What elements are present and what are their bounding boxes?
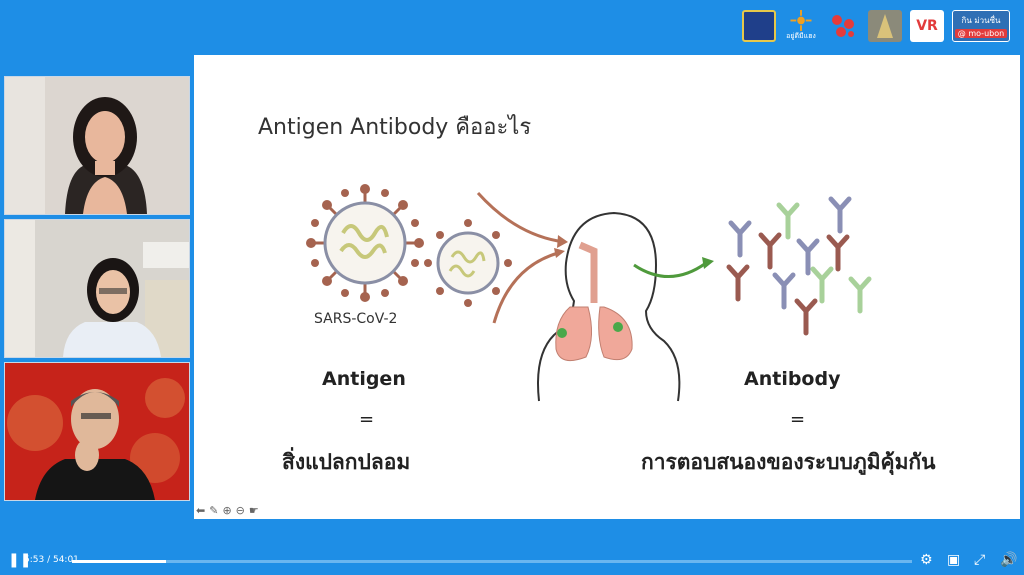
logo-vr: VR [910,10,944,42]
virus-label: SARS-CoV-2 [314,311,398,327]
player-controls: ❚❚ 5:53 / 54:01 ⚙ ▣ ⤢ 🔊 [0,549,1024,575]
zoom-out-icon[interactable]: ⊖ [235,504,245,517]
arrow-immune-response [633,261,707,278]
slide-title: Antigen Antibody คืออะไร [258,115,532,140]
pause-icon[interactable]: ❚❚ [8,552,32,568]
antigen-heading: Antigen [322,368,406,390]
temple-icon [877,14,893,38]
pen-icon[interactable]: ✎ [209,504,219,517]
progress-played [72,560,167,563]
arrow-inhale-bottom [492,251,559,324]
playback-time: 5:53 / 54:01 [24,555,79,565]
participant-videos [4,76,190,505]
sun-icon [790,10,812,31]
arrow-left-icon[interactable]: ⬅ [196,504,206,517]
virus-small-icon [424,219,512,307]
zoom-in-icon[interactable]: ⊕ [222,504,232,517]
progress-track[interactable] [72,560,912,563]
participant-video-2[interactable] [4,219,190,358]
logo-temple [868,10,902,42]
logo-mo-ubon: กิน ม่วนซื่น @ mo-ubon [952,10,1010,42]
logo-mo-ubon-line1: กิน ม่วนซื่น [961,16,1001,25]
antigen-equals: = [359,409,375,430]
participant-3-silhouette [5,363,189,500]
logo-network [826,10,860,42]
logo-vr-text: VR [916,18,938,34]
logo-university [742,10,776,42]
volume-icon[interactable]: 🔊 [1000,552,1018,568]
logo-mo-ubon-line2: @ mo-ubon [954,29,1008,38]
participant-2-silhouette [5,220,189,357]
antibody-equals: = [790,409,806,430]
antigen-definition: สิ่งแปลกปลอม [282,450,411,474]
arrow-inhale-top [476,191,559,243]
participant-video-3[interactable] [4,362,190,501]
human-respiratory-icon [537,211,681,402]
antibody-heading: Antibody [744,368,841,390]
virus-large-icon [306,184,424,302]
network-icon [832,15,854,37]
slide-illustration [306,184,872,402]
slide-tools: ⬅ ✎ ⊕ ⊖ ☛ [196,504,259,517]
logo-sun: อยู่ดีมีแฮง [784,10,818,42]
logo-sun-caption: อยู่ดีมีแฮง [786,32,816,40]
sponsor-logos: อยู่ดีมีแฮง VR กิน ม่วนซื่น @ mo-ubon [742,10,1010,42]
top-bar: อยู่ดีมีแฮง VR กิน ม่วนซื่น @ mo-ubon [0,0,1024,54]
antibody-definition: การตอบสนองของระบบภูมิคุ้มกัน [641,450,936,474]
participant-video-1[interactable] [4,76,190,215]
antibodies-icon [726,196,872,336]
pointer-icon[interactable]: ☛ [248,504,259,517]
picture-in-picture-icon[interactable]: ▣ [947,552,961,568]
participant-1-silhouette [5,77,189,214]
settings-gear-icon[interactable]: ⚙ [920,552,933,568]
presentation-slide: Antigen Antibody คืออะไร [194,55,1020,519]
fullscreen-icon[interactable]: ⤢ [974,552,986,568]
